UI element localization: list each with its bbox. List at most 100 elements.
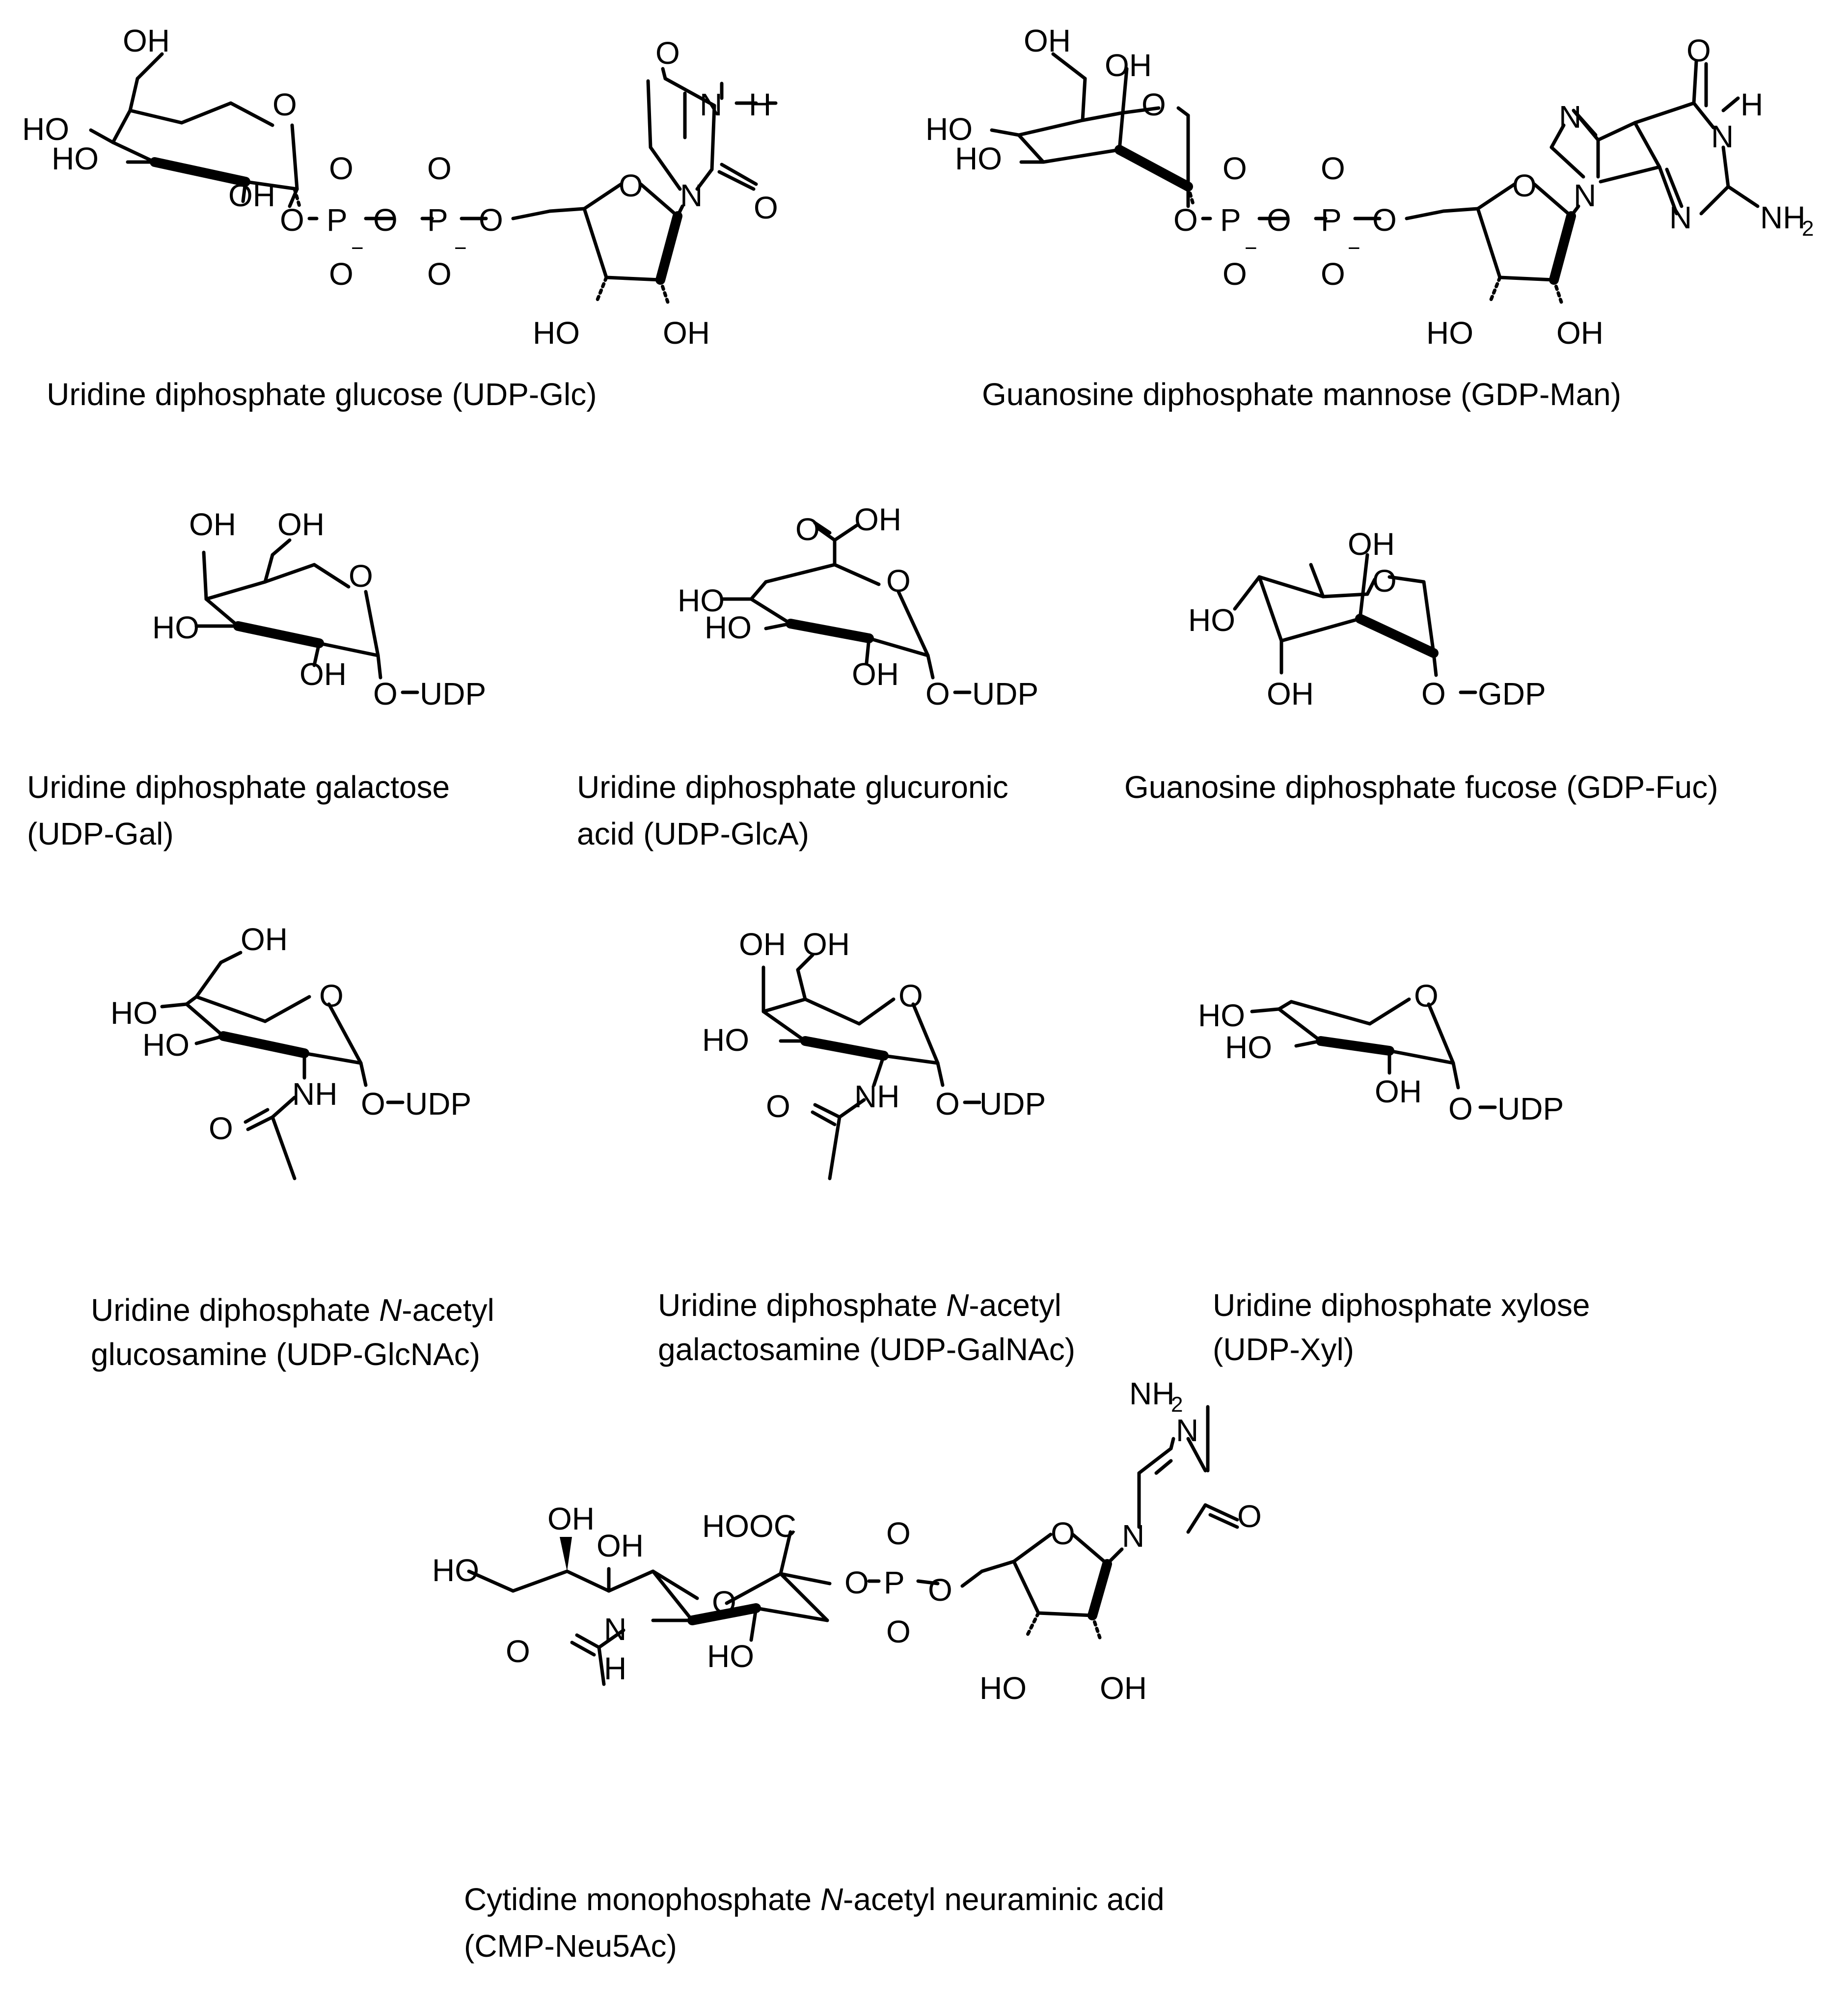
svg-text:N: N: [680, 178, 703, 213]
svg-text:N: N: [604, 1612, 626, 1647]
caption-gdp-man: Guanosine diphosphate mannose (GDP-Man): [982, 377, 1621, 412]
svg-text:O: O: [209, 1111, 233, 1146]
udp-glc-atom-labels: OH HO HO OH O O P O O − O P O O − O O N …: [22, 23, 778, 351]
svg-text:O: O: [1686, 33, 1711, 68]
gdp-man-hash-wedges: [1186, 185, 1563, 304]
caption-udp-galnac-line2: galactosamine (UDP-GalNAc): [658, 1332, 1075, 1367]
svg-text:N: N: [700, 87, 722, 122]
svg-text:O: O: [766, 1089, 790, 1124]
structure-udp-glca: O OH O HO HO OH O UDP Uridine diphosphat…: [577, 502, 1038, 851]
udp-xyl-bonds: [1250, 997, 1497, 1109]
udp-galnac-bonds: [761, 953, 981, 1180]
svg-text:OH: OH: [241, 922, 288, 957]
svg-text:O: O: [1448, 1091, 1473, 1126]
svg-text:O: O: [1267, 202, 1291, 238]
svg-text:OH: OH: [1348, 526, 1395, 562]
svg-text:−: −: [1245, 236, 1257, 260]
udp-glc-bonds: [89, 52, 778, 285]
svg-text:O: O: [1321, 256, 1345, 292]
svg-text:HO: HO: [1225, 1030, 1272, 1065]
svg-text:OH: OH: [1105, 48, 1152, 83]
svg-text:O: O: [754, 190, 778, 225]
svg-text:UDP: UDP: [1497, 1091, 1564, 1126]
svg-text:N: N: [1574, 178, 1596, 213]
svg-text:O: O: [272, 87, 297, 122]
svg-text:OH: OH: [1100, 1670, 1147, 1706]
svg-text:HO: HO: [1426, 315, 1473, 351]
svg-text:OH: OH: [854, 502, 901, 537]
svg-text:O: O: [886, 1516, 911, 1551]
svg-text:O: O: [1414, 978, 1439, 1013]
svg-text:P: P: [1220, 202, 1241, 238]
svg-text:OH: OH: [547, 1501, 595, 1536]
svg-text:O: O: [1372, 202, 1397, 238]
svg-text:HO: HO: [1188, 602, 1235, 638]
svg-text:H: H: [749, 87, 771, 122]
svg-text:O: O: [1051, 1516, 1075, 1551]
svg-text:HO: HO: [22, 111, 69, 147]
svg-text:HO: HO: [705, 610, 752, 645]
svg-text:OH: OH: [189, 507, 236, 542]
svg-text:P: P: [326, 202, 348, 238]
svg-text:UDP: UDP: [420, 676, 486, 711]
svg-text:NH: NH: [1760, 200, 1805, 235]
svg-text:O: O: [844, 1565, 869, 1600]
caption-udp-glca-line2: acid (UDP-GlcA): [577, 816, 809, 851]
svg-text:GDP: GDP: [1478, 676, 1546, 711]
svg-text:OH: OH: [1024, 23, 1071, 58]
svg-text:O: O: [329, 151, 353, 186]
svg-text:O: O: [1223, 151, 1247, 186]
caption-cmp-neu5ac-line2: (CMP-Neu5Ac): [464, 1928, 677, 1964]
svg-text:O: O: [1372, 563, 1397, 599]
svg-text:OH: OH: [852, 657, 899, 692]
svg-text:N: N: [1176, 1413, 1198, 1448]
svg-text:2: 2: [1171, 1393, 1183, 1417]
svg-text:P: P: [427, 202, 448, 238]
svg-text:O: O: [1237, 1499, 1262, 1534]
gdp-fuc-bonds: [1233, 553, 1477, 694]
svg-text:O: O: [1421, 676, 1446, 711]
svg-text:NH: NH: [292, 1076, 337, 1112]
svg-text:O: O: [925, 676, 950, 711]
cmp-neu5ac-atom-labels: OH OH HO HOOC O N H O HO O P O O O O N N…: [432, 1376, 1262, 1706]
svg-text:HO: HO: [152, 610, 199, 645]
caption-udp-glc: Uridine diphosphate glucose (UDP-Glc): [47, 377, 597, 412]
gdp-fuc-atom-labels: OH O HO OH O GDP: [1188, 526, 1546, 711]
svg-text:HOOC: HOOC: [702, 1508, 796, 1544]
svg-text:HO: HO: [707, 1639, 754, 1674]
svg-text:O: O: [373, 202, 398, 238]
svg-text:O: O: [886, 563, 911, 599]
svg-text:HO: HO: [52, 141, 99, 176]
svg-text:P: P: [1321, 202, 1342, 238]
svg-text:−: −: [351, 236, 364, 260]
svg-text:HO: HO: [925, 111, 973, 147]
caption-gdp-fuc: Guanosine diphosphate fucose (GDP-Fuc): [1124, 769, 1718, 805]
svg-text:N: N: [1669, 200, 1692, 235]
svg-text:H: H: [1740, 87, 1763, 122]
svg-text:O: O: [712, 1585, 736, 1620]
svg-text:OH: OH: [299, 657, 347, 692]
udp-glcnac-atom-labels: OH O HO HO NH O O UDP: [110, 922, 471, 1146]
svg-text:O: O: [898, 978, 923, 1013]
structure-cmp-neu5ac: OH OH HO HOOC O N H O HO O P O O O O N N…: [432, 1376, 1262, 1964]
udp-glcnac-bonds: [160, 951, 405, 1180]
svg-text:OH: OH: [228, 178, 275, 213]
structure-udp-gal: OH OH O HO OH O UDP Uridine diphosphate …: [27, 507, 486, 851]
svg-text:HO: HO: [110, 995, 158, 1031]
caption-udp-gal-line1: Uridine diphosphate galactose: [27, 769, 450, 805]
svg-text:HO: HO: [979, 1670, 1027, 1706]
svg-text:UDP: UDP: [405, 1086, 471, 1122]
svg-text:NH: NH: [854, 1079, 899, 1114]
caption-udp-xyl-line1: Uridine diphosphate xylose: [1213, 1287, 1590, 1323]
svg-text:O: O: [928, 1572, 952, 1608]
svg-text:N: N: [1559, 99, 1581, 135]
svg-text:OH: OH: [597, 1528, 644, 1563]
udp-gal-atom-labels: OH OH O HO OH O UDP: [152, 507, 486, 711]
svg-text:HO: HO: [955, 141, 1002, 176]
udp-xyl-atom-labels: O HO HO OH O UDP: [1198, 978, 1564, 1126]
svg-text:O: O: [349, 558, 373, 594]
svg-text:−: −: [454, 236, 467, 260]
svg-text:UDP: UDP: [972, 676, 1038, 711]
svg-text:O: O: [1141, 87, 1166, 122]
